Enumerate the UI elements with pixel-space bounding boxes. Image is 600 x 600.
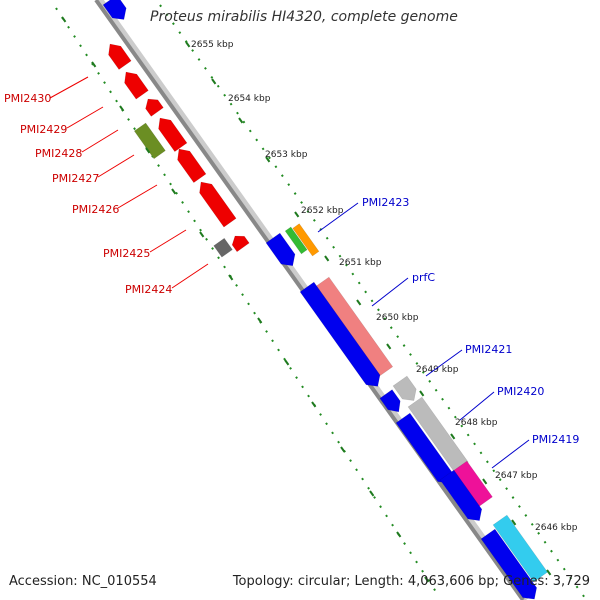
reverse-gene-label[interactable]: PMI2429 bbox=[20, 123, 67, 136]
gene-prfc-blue[interactable] bbox=[299, 281, 385, 391]
gene-pmi2423-orange[interactable] bbox=[292, 223, 320, 257]
kbp-tick-label: 2653 kbp bbox=[265, 150, 308, 160]
genes-label: Genes: bbox=[503, 574, 549, 589]
length-value: 4,063,606 bp bbox=[407, 574, 495, 589]
length-label: Length: bbox=[354, 574, 404, 589]
guide-tick bbox=[145, 147, 151, 154]
forward-gene-label[interactable]: prfC bbox=[412, 271, 435, 284]
reverse-gene-label[interactable]: PMI2428 bbox=[35, 147, 82, 160]
forward-gene-label[interactable]: PMI2423 bbox=[362, 196, 409, 209]
kbp-tick-label: 2646 kbp bbox=[535, 523, 578, 533]
topology-label: Topology: bbox=[232, 574, 294, 589]
guide-tick bbox=[228, 274, 234, 281]
accession-label: Accession: bbox=[9, 574, 78, 589]
guide-tick bbox=[119, 105, 125, 112]
gene-pmi2421-blue[interactable] bbox=[379, 389, 405, 417]
guide-tick bbox=[482, 478, 488, 485]
gene-pmi2421-gray[interactable] bbox=[392, 375, 421, 405]
guide-tick bbox=[171, 188, 177, 195]
forward-label-leader bbox=[459, 391, 495, 421]
guide-tick bbox=[265, 156, 271, 163]
gene-pmi2428[interactable] bbox=[154, 114, 188, 153]
guide-tick bbox=[324, 255, 330, 262]
genes-value: 3,729 bbox=[552, 574, 590, 589]
kbp-tick-label: 2647 kbp bbox=[495, 471, 538, 481]
guide-tick bbox=[450, 433, 456, 440]
kbp-tick-label: 2648 kbp bbox=[455, 418, 498, 428]
guide-tick bbox=[284, 359, 290, 366]
guide-tick bbox=[386, 343, 392, 350]
reverse-label-leader bbox=[81, 129, 119, 153]
guide-tick bbox=[419, 390, 425, 397]
guide-tick bbox=[369, 490, 375, 497]
gene-pmi2419-blue[interactable] bbox=[439, 469, 486, 525]
guide-tick bbox=[546, 569, 552, 576]
gene-pmi2430[interactable] bbox=[104, 40, 132, 70]
inner-guide-line bbox=[159, 4, 586, 599]
gene-bottom-blue[interactable] bbox=[480, 528, 541, 600]
gene-pmi2423-green[interactable] bbox=[284, 226, 308, 255]
guide-tick bbox=[356, 299, 362, 306]
gene-pmi2427-green[interactable] bbox=[133, 122, 166, 160]
kbp-tick-label: 2649 kbp bbox=[416, 365, 459, 375]
gene-pmi2423-blue[interactable] bbox=[265, 232, 300, 271]
reverse-gene-label[interactable]: PMI2426 bbox=[72, 203, 119, 216]
reverse-label-leader bbox=[171, 263, 209, 289]
reverse-label-leader bbox=[117, 184, 158, 209]
guide-tick bbox=[294, 211, 300, 218]
kbp-tick-label: 2652 kbp bbox=[301, 206, 344, 216]
kbp-tick-label: 2650 kbp bbox=[376, 313, 419, 323]
reverse-label-leader bbox=[149, 229, 187, 253]
guide-tick bbox=[424, 576, 430, 583]
kbp-tick-label: 2655 kbp bbox=[191, 40, 234, 50]
guide-tick bbox=[257, 317, 263, 324]
guide-tick bbox=[185, 41, 191, 48]
gene-pmi2425[interactable] bbox=[229, 232, 250, 253]
guide-tick bbox=[199, 231, 205, 238]
genome-stats: Topology: circular; Length: 4,063,606 bp… bbox=[232, 574, 590, 589]
topology-value: circular bbox=[297, 574, 346, 589]
guide-tick bbox=[238, 117, 244, 124]
gene-cyan[interactable] bbox=[492, 514, 548, 583]
kbp-tick-label: 2651 kbp bbox=[339, 258, 382, 268]
gene-pmi2429-b[interactable] bbox=[142, 95, 164, 117]
reverse-label-leader bbox=[49, 76, 89, 99]
gene-pmi2426[interactable] bbox=[195, 178, 237, 228]
guide-tick bbox=[311, 401, 317, 408]
forward-label-leader bbox=[425, 349, 463, 377]
accession-value: NC_010554 bbox=[81, 574, 157, 589]
reverse-gene-label[interactable]: PMI2424 bbox=[125, 283, 172, 296]
guide-tick bbox=[61, 16, 67, 23]
guide-tick bbox=[511, 519, 517, 526]
guide-tick bbox=[340, 446, 346, 453]
forward-gene-label[interactable]: PMI2420 bbox=[497, 385, 544, 398]
reverse-gene-label[interactable]: PMI2425 bbox=[103, 247, 150, 260]
forward-label-leader bbox=[371, 277, 409, 307]
forward-label-leader bbox=[317, 202, 359, 233]
kbp-tick-label: 2654 kbp bbox=[228, 94, 271, 104]
reverse-gene-label[interactable]: PMI2430 bbox=[4, 92, 51, 105]
gene-pmi2427[interactable] bbox=[173, 145, 207, 184]
reverse-label-leader bbox=[97, 154, 135, 178]
gene-pmi2425-gray[interactable] bbox=[213, 237, 233, 258]
reverse-gene-label[interactable]: PMI2427 bbox=[52, 172, 99, 185]
genome-title: Proteus mirabilis HI4320, complete genom… bbox=[150, 9, 458, 25]
accession-info: Accession: NC_010554 bbox=[9, 574, 157, 589]
reverse-label-leader bbox=[66, 106, 104, 129]
forward-gene-label[interactable]: PMI2421 bbox=[465, 343, 512, 356]
guide-tick bbox=[211, 78, 217, 85]
gene-pmi2429-a[interactable] bbox=[120, 68, 149, 100]
forward-gene-label[interactable]: PMI2419 bbox=[532, 433, 579, 446]
guide-tick bbox=[396, 531, 402, 538]
gene-top-blue[interactable] bbox=[102, 0, 131, 24]
forward-label-leader bbox=[491, 439, 530, 469]
guide-tick bbox=[91, 61, 97, 68]
